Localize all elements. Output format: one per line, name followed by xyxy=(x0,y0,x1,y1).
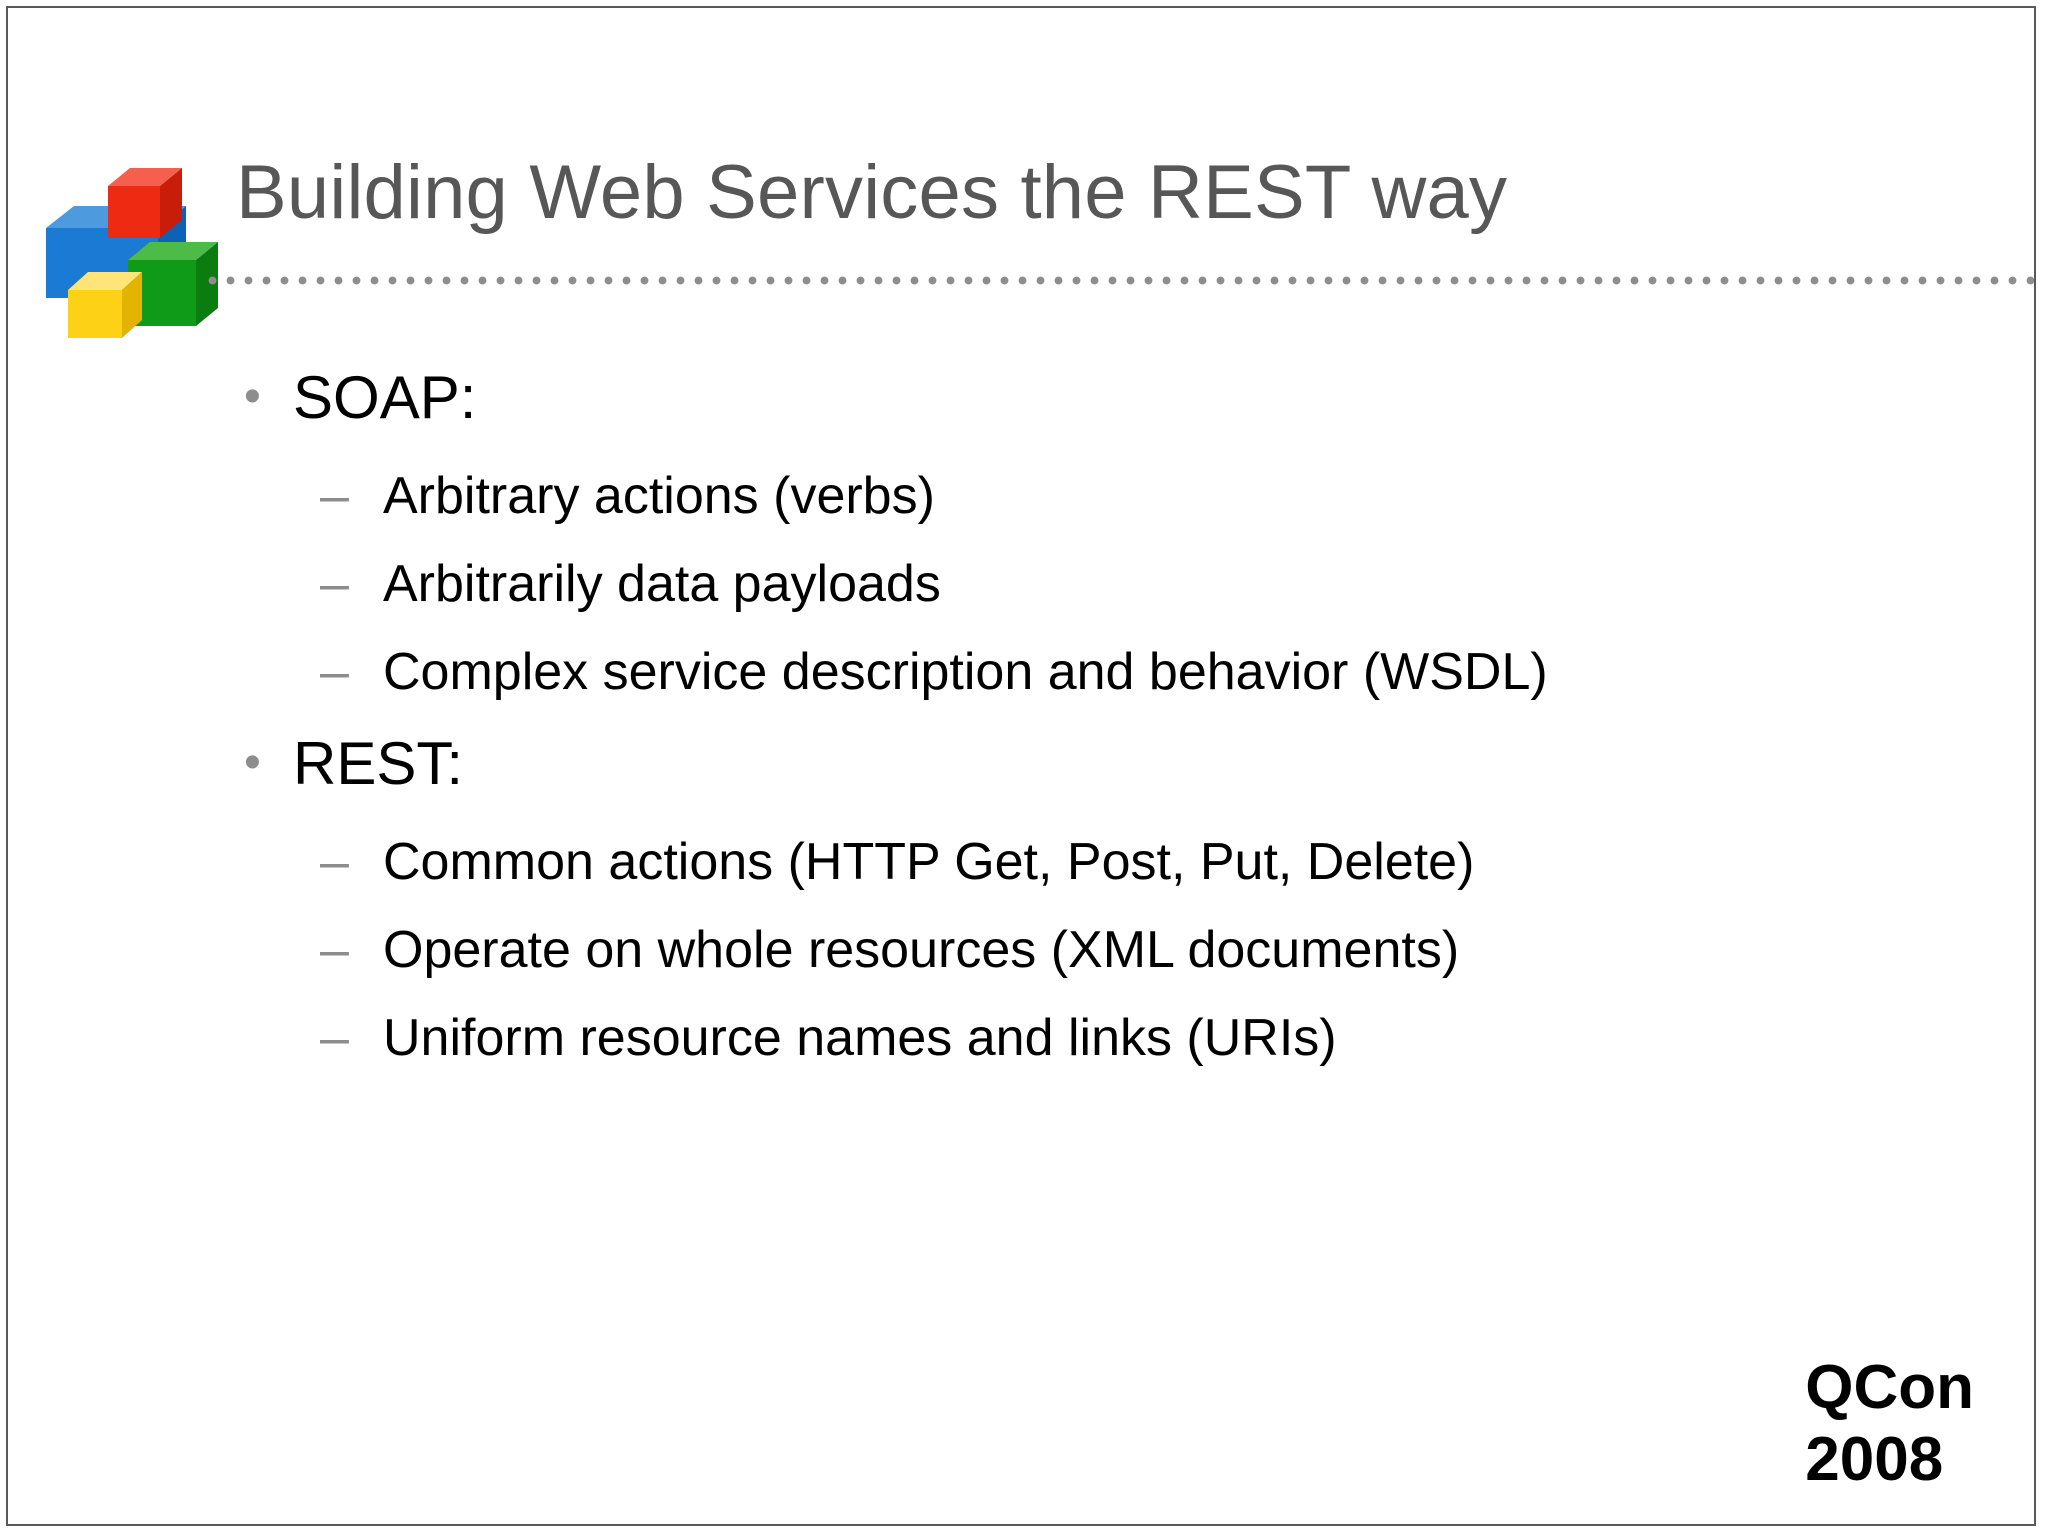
bullet-dot-icon: • xyxy=(244,736,261,789)
brand-line-1: QCon xyxy=(1805,1353,1974,1422)
sub-bullet-item: – Arbitrarily data payloads xyxy=(8,558,2034,610)
dash-icon: – xyxy=(320,555,349,613)
sub-bullet-label: Uniform resource names and links (URIs) xyxy=(383,1009,1337,1067)
slide-header: Building Web Services the REST way xyxy=(8,8,2034,338)
bullet-heading-rest: • REST: xyxy=(8,734,2034,794)
sub-bullet-label: Operate on whole resources (XML document… xyxy=(383,921,1460,979)
sub-bullet-label: Arbitrary actions (verbs) xyxy=(383,467,935,525)
title-divider xyxy=(208,276,2034,285)
sub-bullet-item: – Complex service description and behavi… xyxy=(8,646,2034,698)
dash-icon: – xyxy=(320,643,349,701)
sub-bullet-list-rest: – Common actions (HTTP Get, Post, Put, D… xyxy=(8,836,2034,1064)
stacked-blocks-logo xyxy=(46,158,222,340)
page-title: Building Web Services the REST way xyxy=(236,150,1508,235)
bullet-group-soap: • SOAP: – Arbitrary actions (verbs) – Ar… xyxy=(8,368,2034,699)
red-cube xyxy=(108,168,182,238)
brand-line-2: 2008 xyxy=(1805,1425,1944,1494)
bullet-heading-label: SOAP: xyxy=(293,364,477,431)
sub-bullet-item: – Operate on whole resources (XML docume… xyxy=(8,924,2034,976)
bullet-group-rest: • REST: – Common actions (HTTP Get, Post… xyxy=(8,734,2034,1065)
bullet-heading-soap: • SOAP: xyxy=(8,368,2034,428)
slide: Building Web Services the REST way • SOA… xyxy=(6,6,2036,1526)
sub-bullet-item: – Common actions (HTTP Get, Post, Put, D… xyxy=(8,836,2034,888)
sub-bullet-label: Arbitrarily data payloads xyxy=(383,555,941,613)
bullet-heading-label: REST: xyxy=(293,730,464,797)
dash-icon: – xyxy=(320,921,349,979)
bullet-dot-icon: • xyxy=(244,370,261,423)
dash-icon: – xyxy=(320,1009,349,1067)
yellow-cube xyxy=(68,272,142,338)
sub-bullet-label: Common actions (HTTP Get, Post, Put, Del… xyxy=(383,833,1475,891)
conference-brand: QCon 2008 xyxy=(1805,1352,1974,1496)
dash-icon: – xyxy=(320,833,349,891)
sub-bullet-item: – Uniform resource names and links (URIs… xyxy=(8,1012,2034,1064)
sub-bullet-label: Complex service description and behavior… xyxy=(383,643,1548,701)
green-cube xyxy=(128,242,218,326)
sub-bullet-list-soap: – Arbitrary actions (verbs) – Arbitraril… xyxy=(8,470,2034,698)
sub-bullet-item: – Arbitrary actions (verbs) xyxy=(8,470,2034,522)
slide-body: • SOAP: – Arbitrary actions (verbs) – Ar… xyxy=(8,368,2034,1100)
dash-icon: – xyxy=(320,467,349,525)
